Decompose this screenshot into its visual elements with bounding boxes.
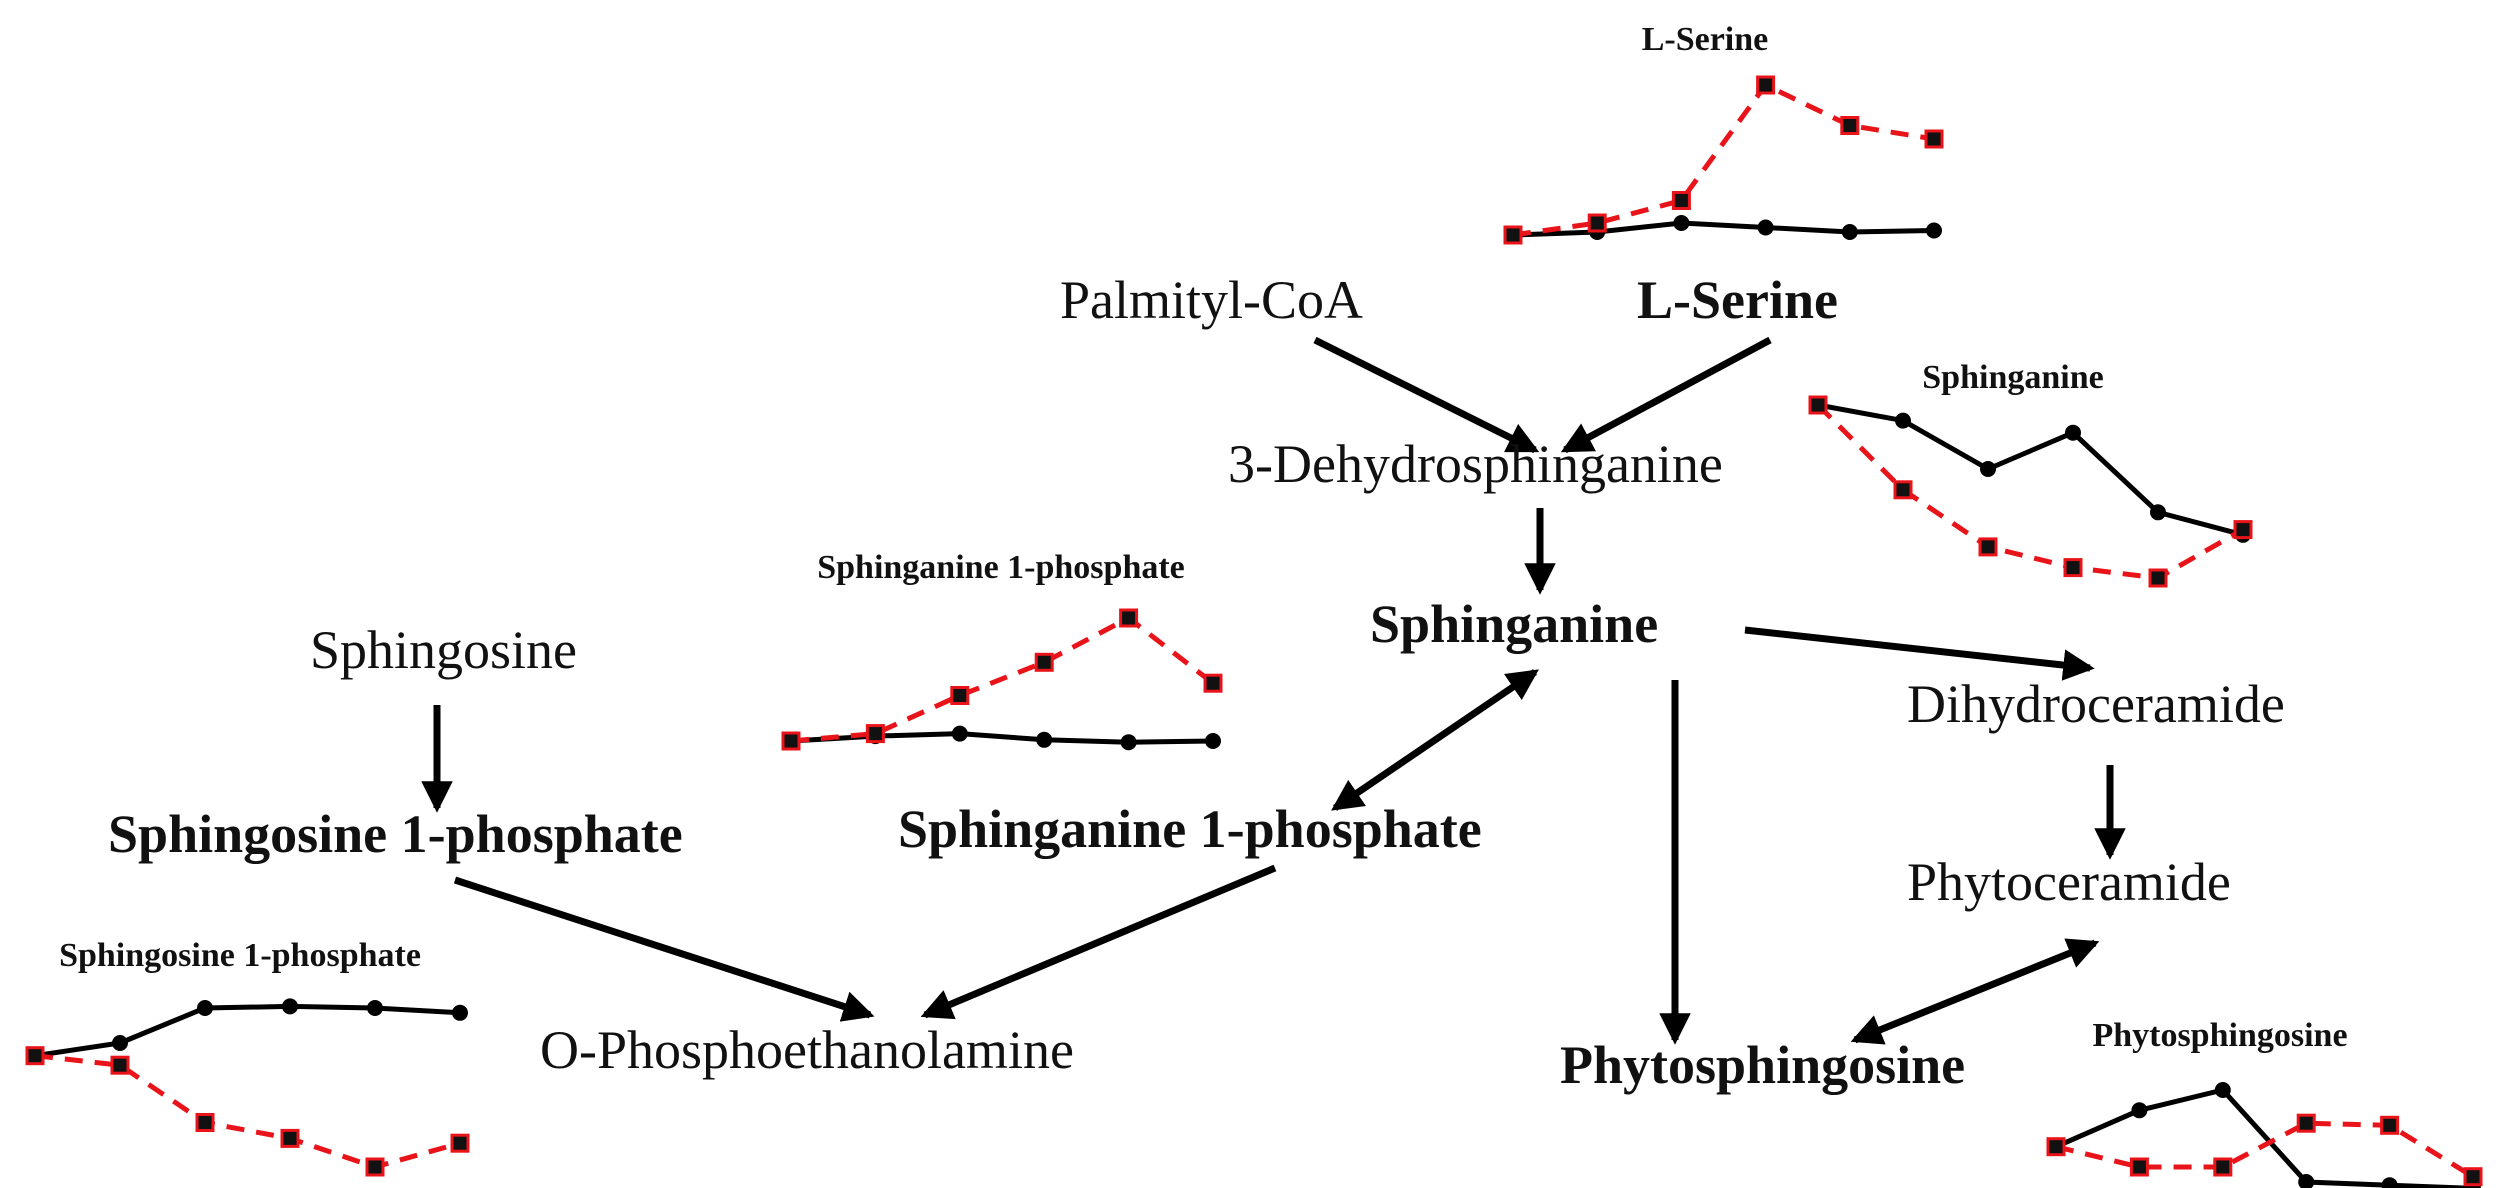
chart-l-serine-series-2-point-6 bbox=[1924, 129, 1944, 149]
chart-l-serine-series-2-line bbox=[1512, 81, 1935, 238]
chart-sphingosine-1-phosphate-series-1-point-3 bbox=[197, 1000, 213, 1016]
chart-sphinganine-series-2-point-5 bbox=[2148, 568, 2168, 588]
chart-title-sphinganine-1-phosphate: Sphinganine 1-phosphate bbox=[817, 549, 1185, 586]
chart-l-serine-series-2-point-1 bbox=[1503, 225, 1523, 245]
chart-sphinganine-1-phosphate-series-1-point-5 bbox=[1120, 734, 1137, 751]
chart-l-serine-series-2-point-5 bbox=[1840, 116, 1860, 135]
chart-sphingosine-1-phosphate-series-1-point-2 bbox=[112, 1035, 128, 1051]
chart-sphinganine-series-2-line bbox=[1816, 403, 2245, 581]
metabolite-labels: Palmityl-CoA L-Serine 3-Dehydrosphingani… bbox=[108, 270, 2285, 1095]
chart-title-l-serine: L-Serine bbox=[1642, 21, 1769, 58]
chart-sphinganine-1-phosphate-series-1-point-3 bbox=[951, 725, 968, 742]
chart-sphingosine-1-phosphate-series-1-line bbox=[34, 1003, 461, 1059]
node-l-serine: L-Serine bbox=[1637, 270, 1838, 330]
node-dehydrosphinganine: 3-Dehydrosphinganine bbox=[1228, 434, 1723, 494]
chart-sphingosine-1-phosphate-series-2-point-4 bbox=[280, 1128, 300, 1148]
chart-sphinganine-series-2-point-4 bbox=[2063, 558, 2083, 578]
chart-sphinganine-series-2-point-6 bbox=[2233, 520, 2253, 540]
chart-sphinganine-series-1-point-4 bbox=[2065, 424, 2081, 441]
chart-title-sphinganine: Sphinganine bbox=[1922, 359, 2103, 396]
chart-phytosphingosine: Phytosphingosine bbox=[2046, 1017, 2483, 1188]
chart-sphingosine-1-phosphate-series-2-point-1 bbox=[25, 1046, 45, 1066]
arrow-sphinganine-1-phosphate-to-o-phosphoethanolamine bbox=[920, 864, 1277, 1020]
chart-l-serine: L-Serine bbox=[1503, 21, 1944, 245]
node-phytosphingosine: Phytosphingosine bbox=[1560, 1035, 1965, 1095]
chart-phytosphingosine-series-1-line bbox=[2054, 1087, 2474, 1188]
chart-sphingosine-1-phosphate-series-2-point-5 bbox=[365, 1157, 385, 1177]
chart-sphinganine-1-phosphate-series-2-point-6 bbox=[1203, 673, 1223, 693]
chart-sphinganine-series-1-line bbox=[1817, 402, 2244, 538]
node-sphingosine: Sphingosine bbox=[310, 620, 577, 680]
node-sphinganine: Sphinganine bbox=[1370, 594, 1658, 654]
chart-phytosphingosine-series-2-line bbox=[2055, 1120, 2475, 1179]
chart-sphingosine-1-phosphate-series-2-point-6 bbox=[450, 1133, 470, 1153]
chart-phytosphingosine-series-2-point-4 bbox=[2296, 1113, 2316, 1133]
arrow-sphinganine-to-dihydroceramide bbox=[1744, 626, 2095, 681]
chart-sphinganine-1-phosphate-series-2-point-3 bbox=[950, 686, 970, 705]
chart-sphinganine-1-phosphate-series-2-point-2 bbox=[865, 724, 885, 744]
chart-l-serine-series-2-point-2 bbox=[1587, 213, 1607, 233]
chart-sphingosine-1-phosphate-series-1-point-4 bbox=[282, 998, 298, 1015]
chart-sphingosine-1-phosphate-series-2-line bbox=[34, 1053, 461, 1170]
chart-sphinganine-series-2-point-3 bbox=[1978, 537, 1998, 557]
chart-sphinganine-1-phosphate-series-1-point-6 bbox=[1205, 733, 1221, 749]
chart-sphinganine-series-2-point-2 bbox=[1893, 480, 1913, 500]
chart-sphinganine-series-1-point-3 bbox=[1980, 461, 1996, 477]
arrow-sphinganine-sphinganine-1-phosphate bbox=[1331, 669, 1539, 811]
chart-phytosphingosine-series-1-point-5 bbox=[2381, 1177, 2398, 1188]
chart-l-serine-series-2-point-4 bbox=[1756, 75, 1776, 95]
chart-sphingosine-1-phosphate: Sphingosine 1-phosphate bbox=[25, 937, 470, 1177]
chart-l-serine-series-1-point-4 bbox=[1757, 219, 1774, 236]
chart-l-serine-series-1-point-3 bbox=[1673, 215, 1690, 231]
chart-title-sphingosine-1-phosphate: Sphingosine 1-phosphate bbox=[59, 937, 421, 974]
arrow-palmityl-coa-to-dehydrosphinganine bbox=[1313, 336, 1540, 454]
pathway-arrows bbox=[421, 336, 2126, 1045]
arrow-phytoceramide-phytosphingosine bbox=[1850, 938, 2100, 1045]
chart-phytosphingosine-series-2-point-1 bbox=[2046, 1137, 2066, 1157]
chart-title-phytosphingosine: Phytosphingosine bbox=[2092, 1017, 2347, 1054]
chart-phytosphingosine-series-1-point-2 bbox=[2131, 1102, 2148, 1119]
chart-sphinganine-1-phosphate: Sphinganine 1-phosphate bbox=[781, 549, 1223, 751]
chart-l-serine-series-1-point-6 bbox=[1926, 222, 1942, 239]
chart-sphinganine-1-phosphate-series-1-point-4 bbox=[1036, 731, 1053, 748]
chart-sphingosine-1-phosphate-series-2-point-2 bbox=[110, 1055, 130, 1075]
chart-sphingosine-1-phosphate-series-2-point-3 bbox=[195, 1113, 215, 1132]
node-sphingosine-1-phosphate: Sphingosine 1-phosphate bbox=[108, 804, 683, 864]
chart-sphinganine-series-2-point-1 bbox=[1808, 395, 1828, 415]
chart-sphinganine-1-phosphate-series-2-line bbox=[790, 615, 1215, 744]
chart-sphinganine-1-phosphate-series-2-point-4 bbox=[1034, 652, 1054, 672]
chart-l-serine-series-2-point-3 bbox=[1671, 191, 1691, 210]
chart-sphinganine-series-1-point-5 bbox=[2150, 504, 2166, 521]
chart-sphinganine-series-1-point-2 bbox=[1895, 412, 1911, 429]
chart-phytosphingosine-series-2-point-6 bbox=[2463, 1167, 2483, 1187]
chart-l-serine-series-1-point-5 bbox=[1841, 224, 1858, 240]
chart-sphinganine: Sphinganine bbox=[1808, 359, 2253, 588]
node-o-phosphoethanolamine: O-Phosphoethanolamine bbox=[540, 1020, 1074, 1080]
arrow-sphingosine-1-phosphate-to-o-phosphoethanolamine bbox=[453, 876, 875, 1022]
node-dihydroceramide: Dihydroceramide bbox=[1907, 674, 2285, 734]
chart-phytosphingosine-series-2-point-5 bbox=[2380, 1115, 2400, 1135]
chart-phytosphingosine-series-2-point-3 bbox=[2213, 1157, 2233, 1177]
chart-sphinganine-1-phosphate-series-2-point-1 bbox=[781, 731, 801, 751]
chart-phytosphingosine-series-1-point-4 bbox=[2298, 1174, 2315, 1188]
chart-sphinganine-1-phosphate-series-2-point-5 bbox=[1119, 608, 1139, 628]
chart-sphingosine-1-phosphate-series-1-point-5 bbox=[367, 1000, 383, 1016]
chart-phytosphingosine-series-1-point-3 bbox=[2214, 1082, 2231, 1098]
chart-phytosphingosine-series-2-point-2 bbox=[2129, 1157, 2149, 1177]
node-sphinganine-1-phosphate: Sphinganine 1-phosphate bbox=[898, 799, 1482, 859]
node-phytoceramide: Phytoceramide bbox=[1907, 852, 2231, 912]
chart-sphingosine-1-phosphate-series-1-point-6 bbox=[452, 1004, 468, 1021]
node-palmityl-coa: Palmityl-CoA bbox=[1060, 270, 1363, 330]
chart-l-serine-series-1-line bbox=[1512, 220, 1935, 238]
arrow-l-serine-to-dehydrosphinganine bbox=[1560, 336, 1772, 454]
